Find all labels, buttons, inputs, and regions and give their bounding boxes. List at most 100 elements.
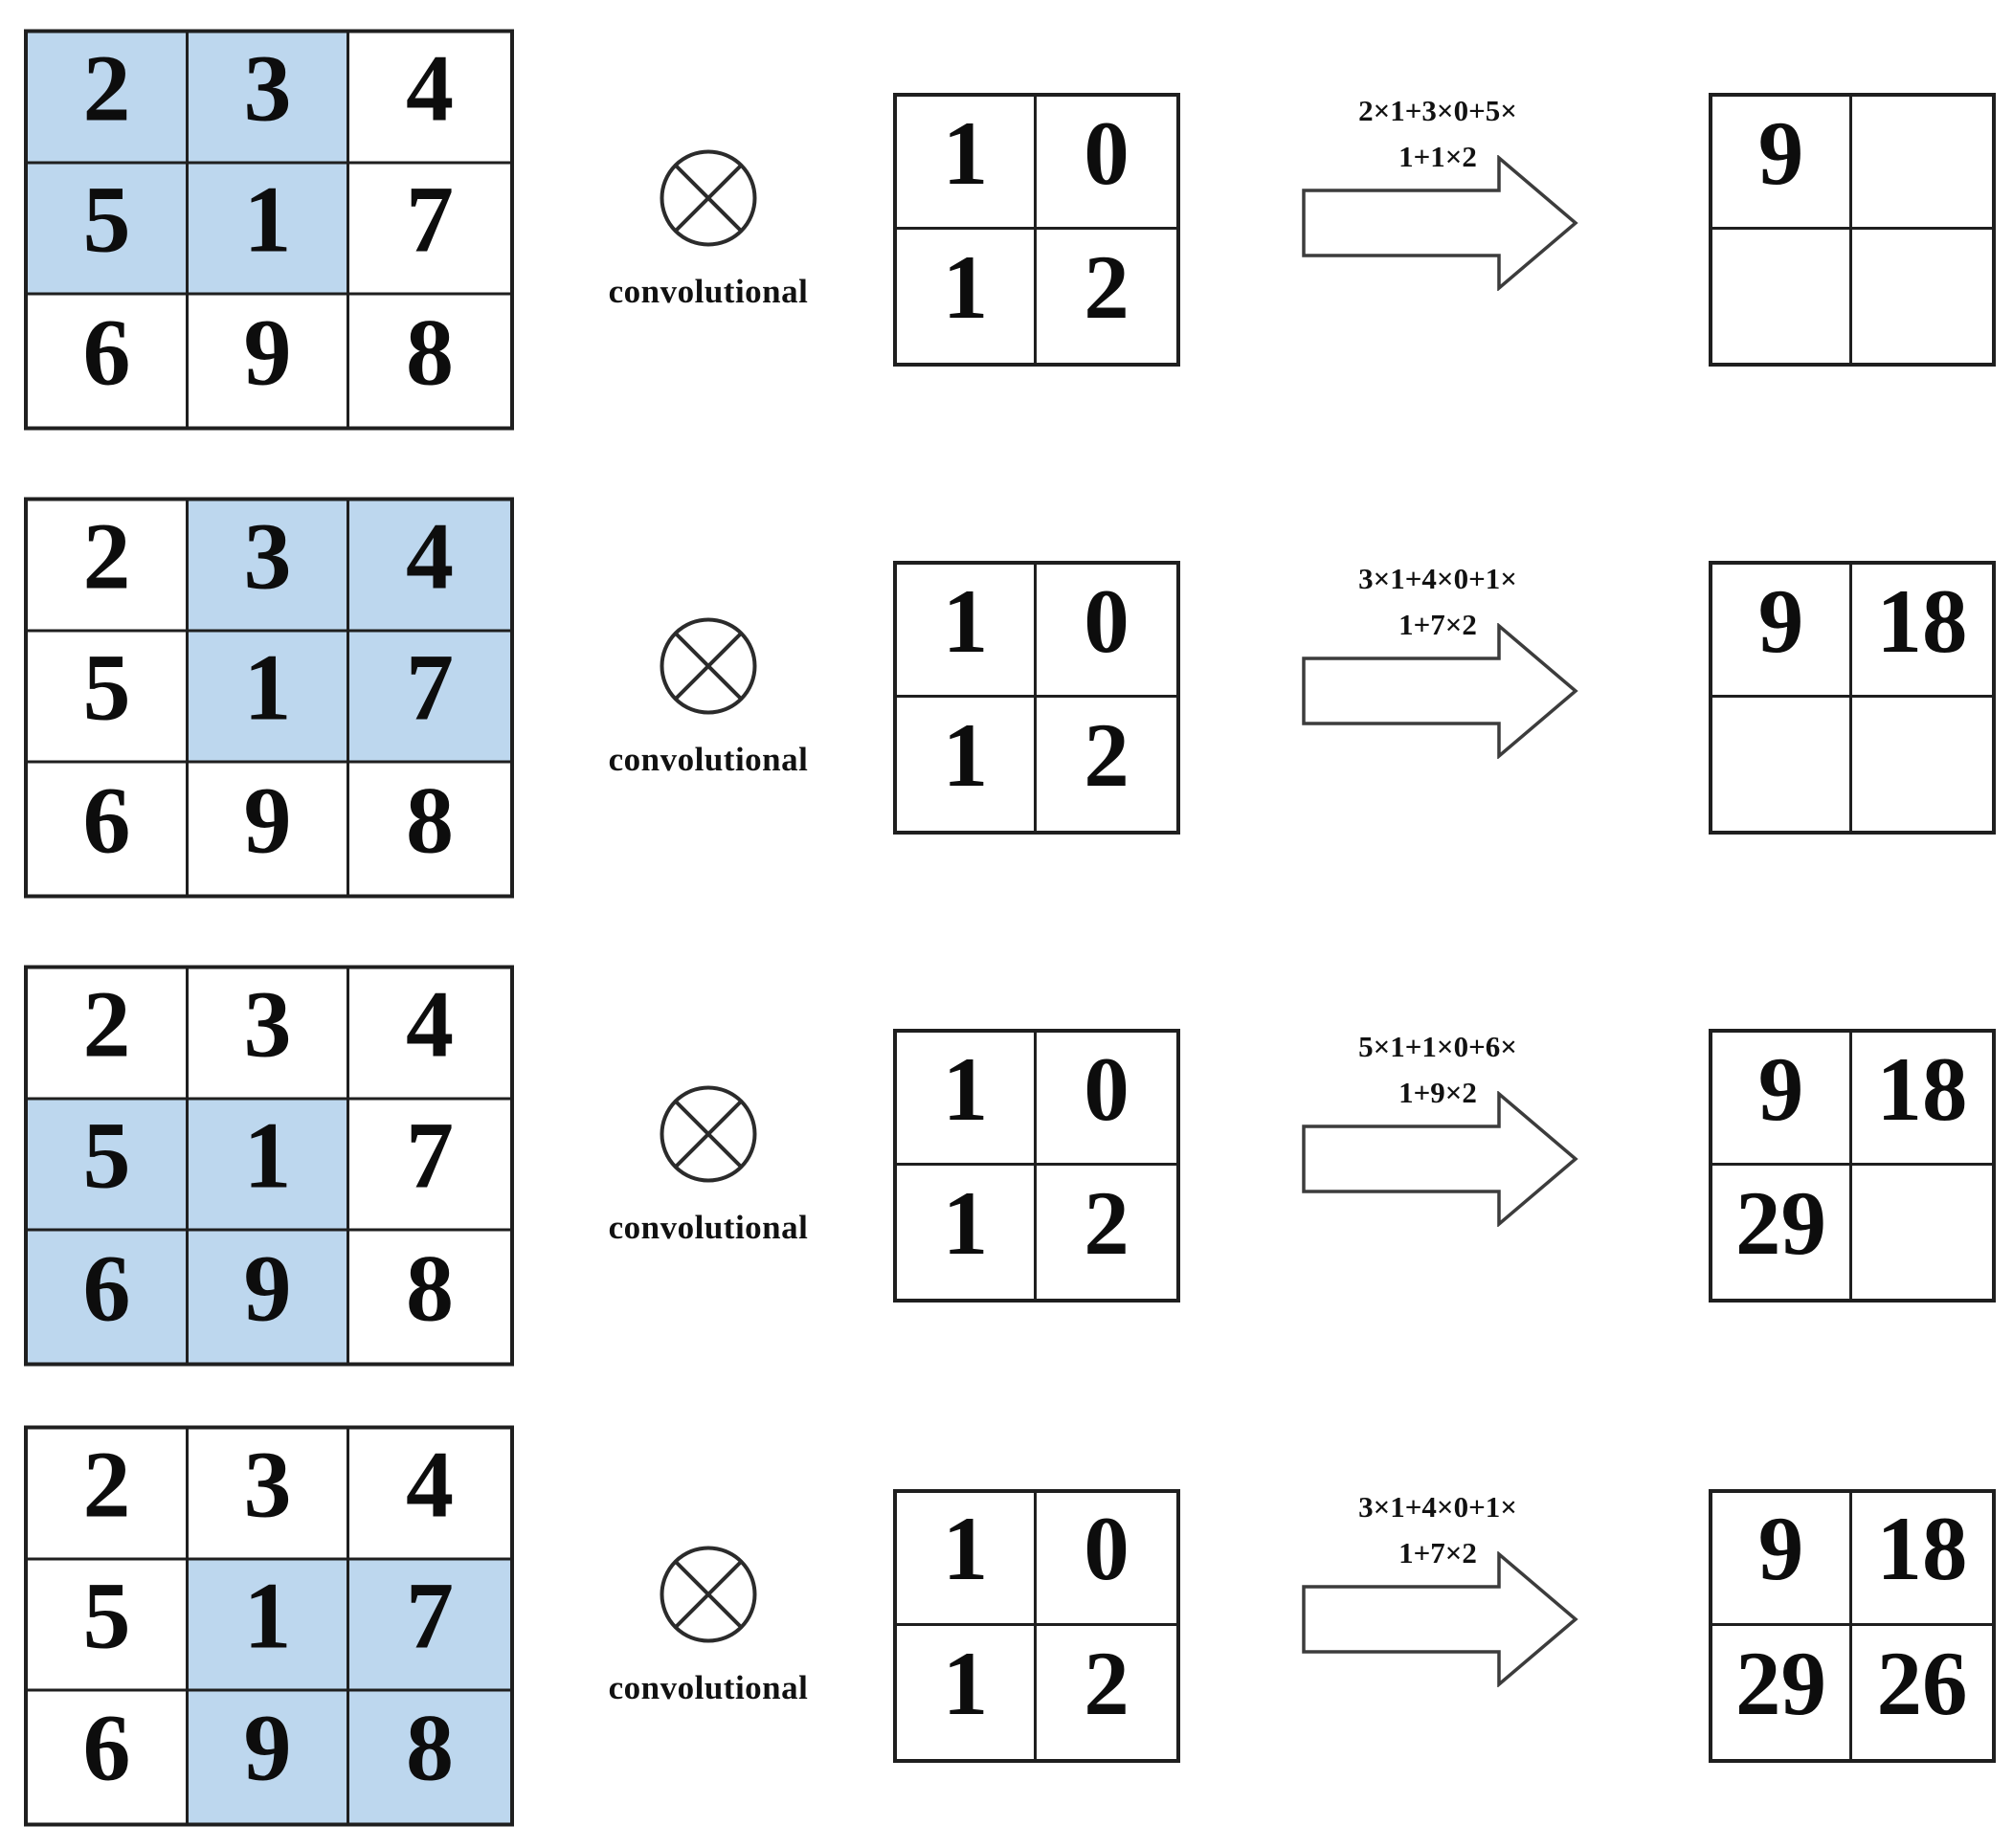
circle-cross-icon [660,1085,757,1183]
matrix-cell [1852,230,1992,363]
operator-label: convolutional [608,741,809,778]
matrix-cell: 7 [349,165,510,296]
matrix-cell-value: 1 [942,569,989,672]
matrix-cell: 1 [897,1625,1037,1759]
matrix-cell: 4 [349,501,510,633]
matrix-cell: 9 [1712,565,1852,698]
matrix-cell: 7 [349,632,510,764]
matrix-cell [1852,698,1992,831]
formula-text: 3×1+4×0+1× 1+7×2 [1304,1484,1572,1576]
matrix-cell-value: 2 [82,502,131,610]
matrix-cell-value: 18 [1876,1037,1968,1140]
matrix-cell: 9 [1712,1033,1852,1166]
matrix-cell-value: 9 [243,767,292,873]
formula-text: 2×1+3×0+5× 1+1×2 [1304,88,1572,180]
right-arrow-icon [1302,1091,1578,1227]
matrix-cell-value: 9 [243,299,292,405]
matrix-cell-value: 1 [942,236,989,338]
right-arrow-icon [1302,623,1578,759]
matrix-cell [1852,97,1992,230]
matrix-cell-value: 7 [406,166,454,273]
matrix-cell [1852,1166,1992,1299]
formula-line-1: 5×1+1×0+6× [1358,1030,1517,1063]
matrix-cell-value: 8 [406,767,454,873]
matrix-cell: 6 [28,763,189,895]
matrix-cell: 1 [897,1492,1037,1626]
matrix-cell-value: 4 [406,502,454,610]
formula-line-2: 1+7×2 [1398,1535,1477,1570]
matrix-cell: 9 [189,1691,349,1822]
matrix-cell-value: 0 [1084,101,1130,204]
right-arrow-icon [1302,1550,1578,1687]
matrix-cell-value: 2 [82,34,131,142]
matrix-cell-value: 8 [406,1694,454,1801]
matrix-cell: 18 [1852,1033,1992,1166]
matrix-cell: 5 [28,632,189,764]
matrix-cell: 2 [1037,230,1176,363]
matrix-cell-value: 1 [942,704,989,806]
matrix-cell-value: 2 [1084,704,1130,806]
matrix-cell-value: 1 [243,1562,292,1668]
matrix-cell-value: 4 [406,1431,454,1537]
matrix-cell-value: 9 [1757,1037,1804,1140]
formula-line-2: 1+7×2 [1398,608,1477,641]
matrix-cell: 3 [189,1429,349,1560]
matrix-cell: 5 [28,164,189,296]
matrix-cell: 8 [349,764,510,895]
matrix-cell-value: 2 [1084,236,1130,338]
circle-cross-icon [660,1546,757,1642]
matrix-cell: 2 [1037,1166,1176,1299]
matrix-cell-value: 6 [82,1694,131,1801]
matrix-cell: 1 [189,632,349,764]
matrix-cell: 0 [1037,565,1176,698]
matrix-cell: 1 [897,1033,1037,1166]
matrix-cell-value: 1 [243,1102,292,1209]
matrix-cell: 18 [1852,565,1992,698]
output-matrix: 9 [1709,93,1996,367]
matrix-cell-value: 9 [243,1235,292,1341]
matrix-cell: 26 [1852,1626,1992,1759]
matrix-cell: 3 [189,969,349,1101]
matrix-cell: 29 [1712,1166,1852,1299]
formula-line-2: 1+9×2 [1398,1076,1477,1109]
matrix-cell-value: 3 [243,970,292,1078]
matrix-cell: 2 [28,33,189,165]
matrix-cell: 6 [28,1231,189,1363]
matrix-cell: 1 [897,698,1037,831]
matrix-cell-value: 5 [82,634,131,741]
matrix-cell: 9 [189,295,349,427]
right-arrow-icon [1302,155,1578,291]
matrix-cell-value: 18 [1876,1498,1968,1599]
matrix-cell-value: 1 [942,101,989,204]
matrix-cell: 0 [1037,1033,1176,1166]
matrix-cell-value: 8 [406,1235,454,1341]
matrix-cell-value: 1 [942,1172,989,1274]
matrix-cell: 9 [1712,1492,1852,1626]
matrix-cell-value: 1 [243,166,292,273]
matrix-cell-value: 9 [1757,101,1804,204]
matrix-cell-value: 5 [82,1102,131,1209]
formula-arrow-group: 3×1+4×0+1× 1+7×2 [1294,1484,1581,1687]
formula-line-1: 3×1+4×0+1× [1358,562,1517,595]
matrix-cell-value: 0 [1084,569,1130,672]
matrix-cell: 3 [189,501,349,633]
matrix-cell: 2 [28,1429,189,1560]
convolution-operator: convolutional [589,148,828,311]
matrix-cell: 8 [349,1691,510,1822]
operator-label: convolutional [608,1668,809,1706]
convolution-operator: convolutional [589,616,828,779]
matrix-cell-value: 2 [1084,1172,1130,1274]
matrix-cell: 5 [28,1100,189,1232]
formula-arrow-group: 5×1+1×0+6× 1+9×2 [1294,1024,1581,1227]
matrix-cell: 2 [28,501,189,633]
circle-cross-icon [660,617,757,715]
